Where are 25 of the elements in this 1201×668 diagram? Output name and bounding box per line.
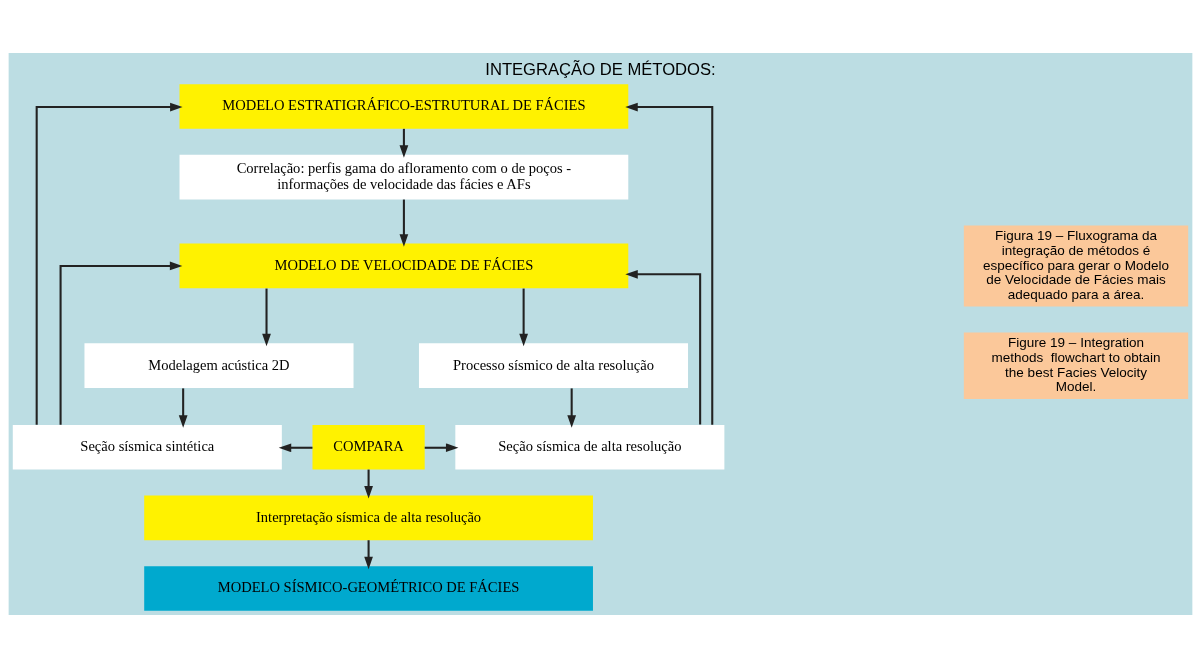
node-box: Processo sísmico de alta resolução <box>418 343 688 388</box>
arrow <box>625 269 702 425</box>
node-box: Seção sísmica de alta resolução <box>455 424 725 470</box>
label: Figura 19 – Fluxograma da integração de métodos é específico para gerar o Modelo de Velocidade de Fácies mais adequado para a área. <box>982 228 1170 302</box>
arrow <box>424 443 459 453</box>
arrow <box>178 388 188 428</box>
node-box: MODELO SÍSMICO-GEOMÉTRICO DE FÁCIES <box>144 566 593 611</box>
node-box: Modelagem acústica 2D <box>84 343 354 388</box>
diagram-title: INTEGRAÇÃO DE MÉTODOS: <box>485 59 716 79</box>
arrow <box>364 540 373 570</box>
arrow <box>625 102 714 425</box>
node-box: MODELO DE VELOCIDADE DE FÁCIES <box>179 243 629 289</box>
arrow <box>59 261 183 425</box>
arrow <box>567 388 577 428</box>
arrow <box>519 288 528 347</box>
node-box: Seção sísmica sintética <box>12 424 282 470</box>
label: Figure 19 – Integration methods flowchart to obtain the best Facies Velocity Model. <box>991 335 1161 395</box>
node-box: COMPARA <box>312 424 425 470</box>
arrow <box>262 288 271 347</box>
arrow <box>35 102 183 425</box>
node-box: Correlação: perfis gama do afloramento com o de poços - informações de velocidade das fácies e AFs <box>179 154 629 200</box>
arrow <box>278 443 313 453</box>
node-box: MODELO ESTRATIGRÁFICO-ESTRUTURAL DE FÁCIES <box>179 84 629 129</box>
node-box: Interpretação sísmica de alta resolução <box>144 495 593 541</box>
arrow <box>399 199 409 247</box>
